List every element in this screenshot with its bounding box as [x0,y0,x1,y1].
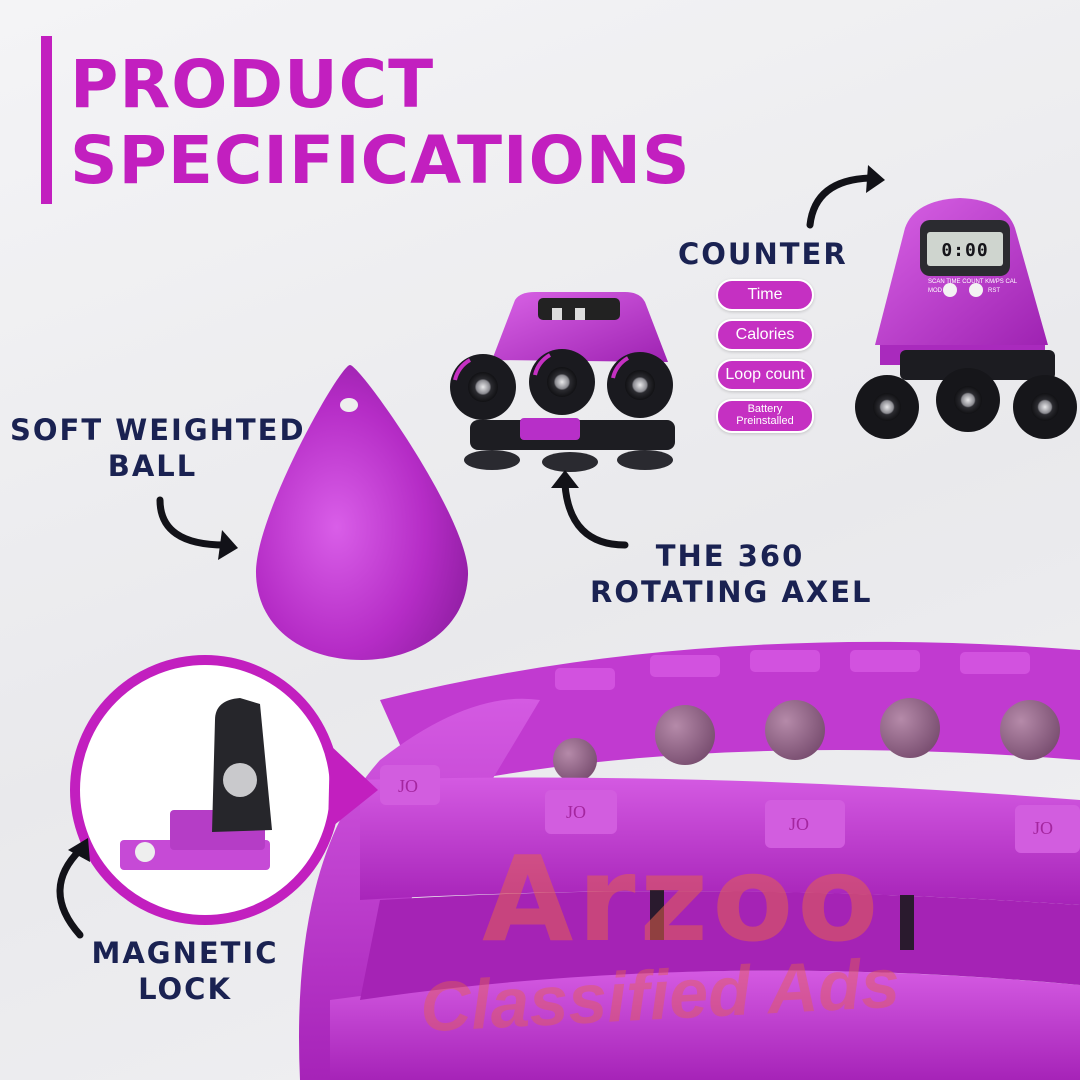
rotating-axel-image [450,292,675,472]
counter-device-image [855,198,1077,439]
counter-label: COUNTER [678,237,848,271]
magnetic-label-line-1: MAGNETIC [91,936,279,970]
feature-pill-battery: Battery Preinstalled [716,399,814,433]
feature-pill-loop-count: Loop count [716,359,814,391]
counter-button-labels: SCAN TIME COUNT KM/PS CAL [928,279,1018,285]
rotating-axel-label: THE 360 ROTATING AXEL [590,538,873,610]
battery-line-1: Battery [747,403,783,416]
title-accent-bar [41,36,52,204]
counter-lcd-readout: 0:00 [941,240,989,261]
axel-label-line-1: THE 360 [655,539,805,573]
hoop-mark-4: JO [1033,818,1053,838]
magnetic-label-line-2: LOCK [138,972,232,1006]
battery-line-2: Preinstalled [736,415,794,427]
hoop-mark-2: JO [566,802,586,822]
page-title-line-1: PRODUCT [70,46,435,123]
hoop-mark-3: JO [789,814,809,834]
feature-pill-time: Time [716,279,814,311]
magnetic-lock-label: MAGNETIC LOCK [80,935,290,1007]
magnetic-lock-closeup [70,655,378,925]
counter-mod-label: MOD [928,288,942,294]
soft-ball-label-line-1: SOFT WEIGHTED [10,413,306,447]
soft-weighted-ball-label: SOFT WEIGHTED BALL [10,412,306,484]
hoop-mark-1: JO [398,776,418,796]
counter-rst-label: RST [988,288,1000,294]
soft-ball-label-line-2: BALL [107,449,198,483]
watermark-brand: Arzoo [482,830,883,968]
feature-pill-calories: Calories [716,319,814,351]
weighted-ball-image [255,365,469,660]
arrow-icon [56,174,874,939]
page-title-line-2: SPECIFICATIONS [70,122,691,199]
axel-label-line-2: ROTATING AXEL [590,575,873,609]
arrowhead-icon [68,165,885,862]
